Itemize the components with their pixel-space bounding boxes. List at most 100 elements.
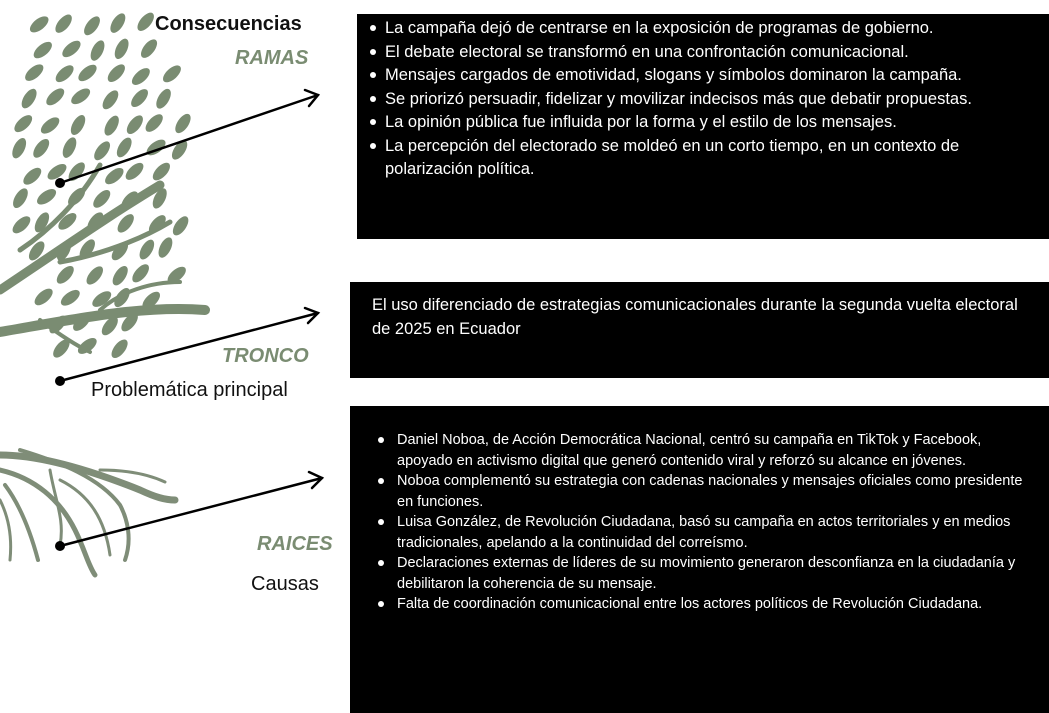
leaf-icon bbox=[60, 289, 80, 306]
leaf-icon bbox=[71, 88, 91, 105]
label-raices: RAICES bbox=[257, 533, 333, 555]
consecuencias-box: La campaña dejó de centrarse en la expos… bbox=[357, 14, 1049, 239]
leaf-icon bbox=[37, 189, 57, 205]
leaf-icon bbox=[116, 137, 132, 158]
leaf-icon bbox=[140, 39, 158, 58]
leaf-icon bbox=[121, 313, 138, 332]
root-strand bbox=[48, 468, 63, 547]
tree-branch bbox=[17, 162, 103, 253]
arrow-problema bbox=[58, 311, 320, 383]
arrow-consecuencias bbox=[58, 93, 320, 185]
leaf-icon bbox=[25, 64, 44, 81]
leaf-icon bbox=[21, 88, 37, 109]
leaf-icon bbox=[94, 141, 111, 161]
leaf-icon bbox=[152, 188, 167, 209]
root-strand bbox=[0, 498, 13, 562]
list-item: Noboa complementó su estrategia con cade… bbox=[378, 471, 1035, 512]
leaf-icon bbox=[156, 88, 171, 109]
leaf-icon bbox=[110, 13, 126, 33]
root-strand bbox=[58, 478, 112, 557]
anchor-dot bbox=[55, 376, 65, 386]
leaf-icon bbox=[58, 213, 77, 230]
leaf-icon bbox=[14, 115, 33, 133]
root-strand bbox=[0, 467, 98, 578]
leaf-icon bbox=[86, 266, 103, 285]
arrow-causas bbox=[58, 476, 324, 548]
causas-list: Daniel Noboa, de Acción Democrática Naci… bbox=[378, 430, 1035, 615]
list-item: Mensajes cargados de emotividad, slogans… bbox=[370, 64, 1049, 88]
tree-branch bbox=[0, 304, 210, 337]
leaf-icon bbox=[131, 68, 150, 85]
leaf-icon bbox=[112, 265, 128, 286]
leaf-icon bbox=[68, 162, 85, 181]
tree-branch bbox=[98, 280, 182, 312]
leaf-icon bbox=[171, 140, 188, 160]
list-item: Se priorizó persuadir, fidelizar y movil… bbox=[370, 88, 1049, 112]
arrowhead-icon bbox=[307, 470, 325, 490]
problema-text: El uso diferenciado de estrategias comun… bbox=[372, 296, 1018, 338]
leaf-icon bbox=[55, 65, 74, 83]
leaf-icon bbox=[29, 16, 49, 33]
leaf-icon bbox=[47, 163, 67, 180]
leaf-icon bbox=[33, 138, 50, 158]
list-item: Falta de coordinación comunicacional ent… bbox=[378, 594, 1035, 615]
root-strand bbox=[0, 451, 179, 504]
leaf-icon bbox=[101, 316, 118, 336]
label-tronco: TRONCO bbox=[222, 345, 309, 367]
problema-box: El uso diferenciado de estrategias comun… bbox=[350, 282, 1049, 378]
label-causas: Causas bbox=[251, 573, 319, 595]
list-item: El debate electoral se transformó en una… bbox=[370, 41, 1049, 65]
leaf-icon bbox=[62, 40, 81, 58]
leaf-icon bbox=[92, 291, 112, 307]
leaf-icon bbox=[145, 114, 163, 132]
list-item: Luisa González, de Revolución Ciudadana,… bbox=[378, 512, 1035, 553]
leaf-icon bbox=[12, 216, 31, 234]
leaf-icon bbox=[125, 162, 144, 180]
leaf-icon bbox=[105, 167, 124, 185]
root-strand bbox=[3, 483, 40, 562]
leaf-icon bbox=[33, 41, 52, 59]
leaf-icon bbox=[131, 89, 148, 108]
tree-branch bbox=[38, 318, 92, 354]
list-item: Declaraciones externas de líderes de su … bbox=[378, 553, 1035, 594]
leaf-icon bbox=[12, 137, 27, 159]
leaf-icon bbox=[107, 64, 125, 82]
leaf-icon bbox=[34, 212, 50, 233]
label-ramas: RAMAS bbox=[235, 47, 309, 69]
leaf-icon bbox=[62, 137, 77, 158]
leaf-icon bbox=[28, 241, 45, 261]
leaf-icon bbox=[56, 265, 74, 284]
list-item: La opinión pública fue influida por la f… bbox=[370, 111, 1049, 135]
leaf-icon bbox=[126, 115, 143, 134]
root-strand bbox=[18, 448, 131, 562]
list-item: La campaña dejó de centrarse en la expos… bbox=[370, 17, 1049, 41]
leaf-icon bbox=[55, 14, 72, 33]
leaf-icon bbox=[93, 189, 111, 208]
label-problematica: Problemática principal bbox=[91, 379, 288, 401]
pointer-arrows bbox=[58, 88, 325, 548]
leaf-icon bbox=[111, 339, 128, 359]
anchor-dot bbox=[55, 178, 65, 188]
leaf-icon bbox=[34, 288, 53, 306]
leaf-icon bbox=[84, 16, 100, 36]
arrowhead-icon bbox=[303, 88, 321, 108]
leaf-icon bbox=[78, 64, 97, 82]
leaf-icon bbox=[40, 117, 60, 134]
leaf-icon bbox=[117, 214, 134, 233]
leaf-icon bbox=[53, 339, 70, 358]
tree-crown bbox=[0, 12, 210, 359]
leaf-icon bbox=[139, 239, 155, 260]
leaf-icon bbox=[167, 266, 186, 284]
arrowhead-icon bbox=[303, 306, 321, 325]
leaf-icon bbox=[70, 115, 86, 136]
leaf-icon bbox=[90, 40, 105, 61]
tree-branch bbox=[57, 219, 173, 265]
causas-box: Daniel Noboa, de Acción Democrática Naci… bbox=[350, 406, 1049, 713]
leaf-icon bbox=[114, 38, 129, 60]
leaf-icon bbox=[137, 12, 154, 31]
root-strand bbox=[98, 468, 167, 484]
leaf-icon bbox=[172, 216, 189, 236]
leaf-icon bbox=[102, 90, 119, 110]
list-item: Daniel Noboa, de Acción Democrática Naci… bbox=[378, 430, 1035, 471]
leaf-icon bbox=[13, 188, 28, 209]
